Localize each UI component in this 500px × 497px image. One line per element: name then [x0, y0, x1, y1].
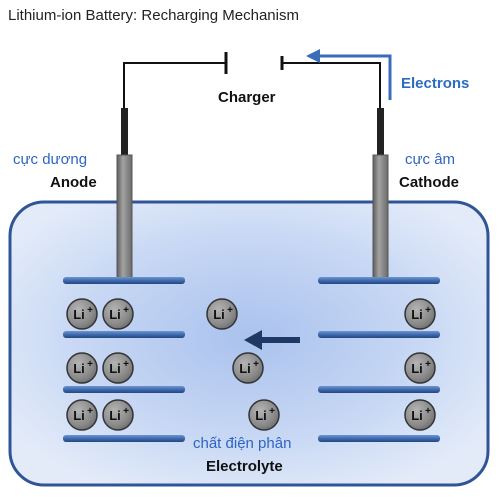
- ion-layer: Li + Li + Li + Li + Li + Li +: [66, 298, 436, 431]
- li-ion: Li +: [232, 352, 264, 384]
- anode-label: Anode: [50, 174, 97, 191]
- li-ion: Li +: [404, 298, 436, 330]
- li-ion-label: Li: [213, 307, 225, 322]
- li-ion-label: Li: [73, 307, 85, 322]
- circuit-wire-left: [123, 62, 226, 110]
- cathode-wire: [377, 108, 384, 158]
- li-ion: Li +: [404, 352, 436, 384]
- li-ion-label: Li: [73, 408, 85, 423]
- li-ion: Li +: [404, 399, 436, 431]
- li-ion-charge: +: [269, 406, 275, 417]
- li-ion-charge: +: [123, 305, 129, 316]
- anode-plate: [63, 435, 185, 442]
- electron-flow-arrowhead: [306, 49, 320, 63]
- anode-plate: [63, 331, 185, 338]
- li-ion-label: Li: [109, 307, 121, 322]
- anode-wire: [121, 108, 128, 158]
- li-ion-label: Li: [239, 361, 251, 376]
- electron-flow-arrow: [318, 54, 392, 100]
- ion-flow-arrowhead: [244, 330, 262, 350]
- li-ion-charge: +: [227, 305, 233, 316]
- electrolyte-vi-label: chất điện phân: [193, 435, 292, 452]
- cathode-vi-label: cực âm: [405, 151, 456, 168]
- li-ion-label: Li: [411, 408, 423, 423]
- li-ion-charge: +: [87, 305, 93, 316]
- li-ion: Li +: [102, 298, 134, 330]
- li-ion-charge: +: [87, 406, 93, 417]
- li-ion-label: Li: [73, 361, 85, 376]
- cathode-plate: [318, 277, 440, 284]
- li-ion: Li +: [102, 352, 134, 384]
- cathode-plate: [318, 435, 440, 442]
- li-ion: Li +: [102, 399, 134, 431]
- anode-rod: [116, 154, 133, 281]
- li-ion: Li +: [248, 399, 280, 431]
- cathode-plates: [318, 277, 440, 442]
- li-ion-charge: +: [425, 406, 431, 417]
- li-ion-charge: +: [123, 359, 129, 370]
- li-ion-charge: +: [87, 359, 93, 370]
- cathode-plate: [318, 331, 440, 338]
- li-ion: Li +: [66, 352, 98, 384]
- anode-vi-label: cực dương: [13, 151, 88, 168]
- cathode-label: Cathode: [399, 174, 459, 191]
- diagram-title: Lithium-ion Battery: Recharging Mechanis…: [8, 7, 299, 24]
- li-ion-label: Li: [109, 408, 121, 423]
- li-ion-label: Li: [411, 361, 423, 376]
- cathode-plate: [318, 386, 440, 393]
- electrolyte-label: Electrolyte: [206, 458, 283, 475]
- li-ion-label: Li: [411, 307, 423, 322]
- li-ion: Li +: [206, 298, 238, 330]
- circuit-wire-right: [282, 62, 381, 110]
- charger-label: Charger: [218, 89, 276, 106]
- li-ion-label: Li: [109, 361, 121, 376]
- li-ion: Li +: [66, 399, 98, 431]
- li-ion-charge: +: [253, 359, 259, 370]
- li-ion: Li +: [66, 298, 98, 330]
- electrons-label: Electrons: [401, 75, 470, 92]
- li-ion-charge: +: [425, 359, 431, 370]
- anode-plate: [63, 386, 185, 393]
- anode-plate: [63, 277, 185, 284]
- li-ion-charge: +: [123, 406, 129, 417]
- cathode-rod: [372, 154, 389, 281]
- anode-plates: [63, 277, 185, 442]
- li-ion-label: Li: [255, 408, 267, 423]
- li-ion-charge: +: [425, 305, 431, 316]
